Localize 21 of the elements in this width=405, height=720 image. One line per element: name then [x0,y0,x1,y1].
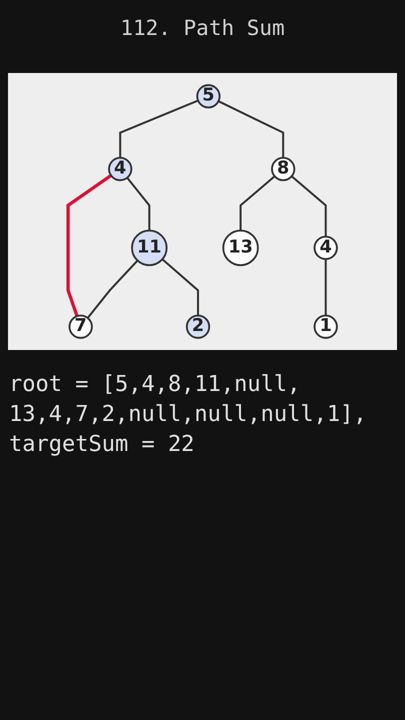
node-circle [68,314,93,339]
connector [126,177,150,231]
connector [240,176,276,231]
node-circle [196,84,221,108]
connector [119,100,198,158]
title: 112. Path Sum [120,15,285,42]
node-circle [271,156,296,182]
connector [86,260,138,319]
node-circle [186,314,210,339]
connector [218,100,284,158]
node-circle [222,230,259,266]
node-circle [108,156,132,182]
node-circle [131,230,168,266]
example-input-text: root = [5,4,8,11,null, 13,4,7,2,null,null,null,1], targetSum = 22 [9,371,368,459]
connector [324,259,327,316]
connector [162,258,200,316]
connector [291,176,327,237]
node-circle [314,236,338,260]
diagram-panel: 5 4 8 11 13 4 7 2 1 [8,73,397,350]
node-circle [314,314,338,339]
connector [66,174,112,317]
